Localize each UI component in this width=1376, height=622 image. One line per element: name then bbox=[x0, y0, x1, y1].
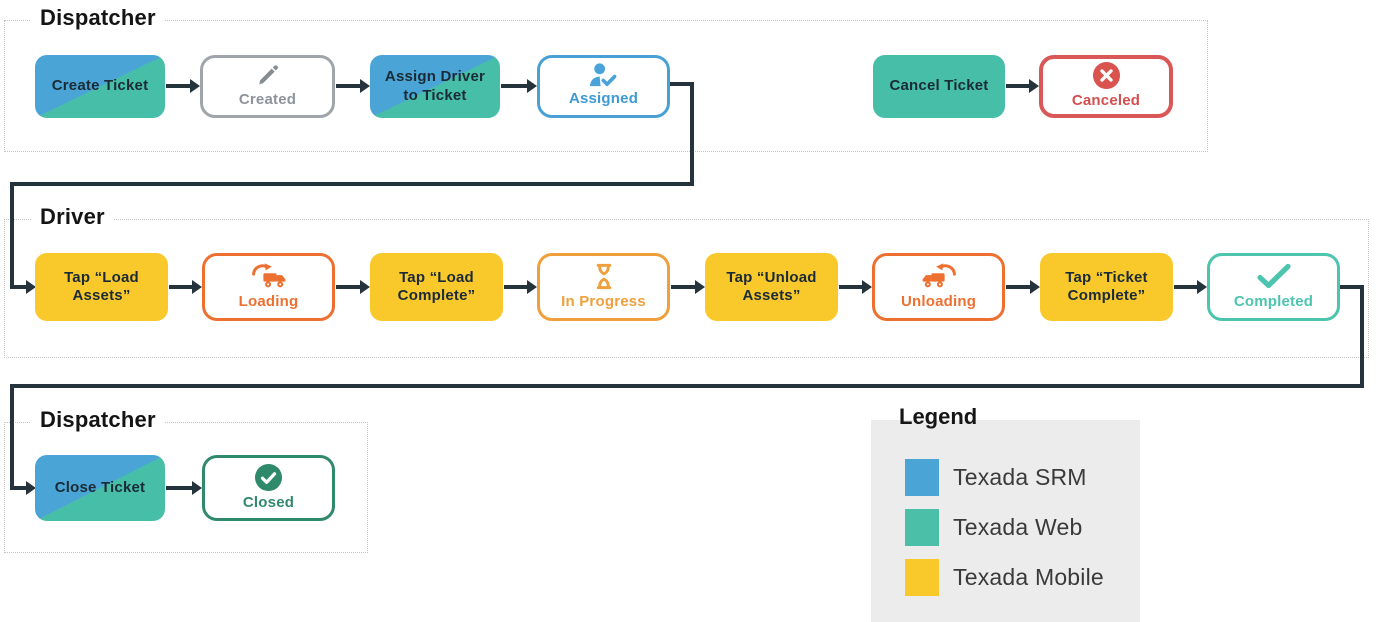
flow-arrow bbox=[336, 79, 370, 93]
node-label: Assigned bbox=[568, 90, 639, 108]
lane-dispatcher-top: Dispatcher bbox=[4, 5, 1208, 152]
node-label: Tap “Unload Assets” bbox=[726, 268, 817, 304]
flow-arrow bbox=[1006, 79, 1039, 93]
connector-assigned-to-driver bbox=[10, 182, 694, 186]
node-created: Created bbox=[200, 55, 335, 118]
connector-assigned-to-driver bbox=[670, 82, 694, 86]
connector-assigned-to-driver bbox=[10, 182, 14, 289]
node-label: Close Ticket bbox=[54, 478, 146, 496]
node-label: In Progress bbox=[561, 292, 646, 310]
mobile-color-swatch bbox=[905, 559, 939, 596]
connector-assigned-to-driver bbox=[690, 82, 694, 186]
node-label: Unloading bbox=[900, 292, 977, 310]
truck-cycle-icon bbox=[918, 262, 960, 291]
legend-label: Texada Mobile bbox=[953, 564, 1104, 590]
node-label: Tap “Load Assets” bbox=[64, 268, 139, 304]
node-create-ticket: Create Ticket bbox=[35, 55, 165, 118]
legend-label: Texada SRM bbox=[953, 464, 1087, 490]
flow-arrow bbox=[1006, 280, 1040, 294]
node-label: Create Ticket bbox=[51, 77, 149, 95]
lane-title: Driver bbox=[31, 204, 114, 230]
flow-arrow bbox=[504, 280, 537, 294]
node-label: Completed bbox=[1233, 292, 1314, 310]
node-tap-unload-assets: Tap “Unload Assets” bbox=[705, 253, 838, 321]
connector-completed-to-dispatcher bbox=[10, 384, 14, 490]
check-circle-icon bbox=[254, 463, 283, 492]
truck-cycle-icon bbox=[248, 262, 290, 291]
node-canceled: Canceled bbox=[1039, 55, 1173, 118]
node-closed: Closed bbox=[202, 455, 335, 521]
legend-item-mobile: Texada Mobile bbox=[905, 559, 1104, 596]
web-color-swatch bbox=[905, 509, 939, 546]
legend-label: Texada Web bbox=[953, 514, 1083, 540]
node-cancel-ticket: Cancel Ticket bbox=[873, 55, 1005, 118]
connector-completed-to-dispatcher bbox=[1340, 285, 1364, 289]
legend-item-srm: Texada SRM bbox=[905, 459, 1087, 496]
flow-arrow bbox=[166, 79, 200, 93]
flow-arrow bbox=[166, 481, 202, 495]
legend-item-web: Texada Web bbox=[905, 509, 1082, 546]
node-label: Assign Driver to Ticket bbox=[384, 68, 486, 104]
flow-arrow bbox=[839, 280, 872, 294]
flow-arrow bbox=[501, 79, 537, 93]
srm-color-swatch bbox=[905, 459, 939, 496]
x-circle-icon bbox=[1092, 61, 1121, 90]
node-label: Created bbox=[238, 91, 297, 109]
node-label: Cancel Ticket bbox=[889, 77, 989, 95]
pencil-icon bbox=[254, 62, 281, 89]
node-label: Canceled bbox=[1071, 92, 1141, 110]
flow-arrow bbox=[169, 280, 202, 294]
node-completed: Completed bbox=[1207, 253, 1340, 321]
node-assign-driver: Assign Driver to Ticket bbox=[370, 55, 500, 118]
flow-arrow bbox=[1174, 280, 1207, 294]
user-check-icon bbox=[587, 63, 620, 88]
arrow-into-close-ticket bbox=[10, 481, 36, 495]
node-tap-ticket-complete: Tap “Ticket Complete” bbox=[1040, 253, 1173, 321]
node-loading: Loading bbox=[202, 253, 335, 321]
node-label: Closed bbox=[242, 493, 295, 511]
node-assigned: Assigned bbox=[537, 55, 670, 118]
node-label: Tap “Load Complete” bbox=[397, 268, 476, 304]
node-tap-load-complete: Tap “Load Complete” bbox=[370, 253, 503, 321]
node-tap-load-assets: Tap “Load Assets” bbox=[35, 253, 168, 321]
lane-dispatcher-bottom: Dispatcher bbox=[4, 407, 368, 553]
legend-title: Legend bbox=[899, 404, 978, 429]
node-label: Tap “Ticket Complete” bbox=[1065, 268, 1148, 304]
connector-completed-to-dispatcher bbox=[10, 384, 1364, 388]
node-unloading: Unloading bbox=[872, 253, 1005, 321]
check-icon bbox=[1256, 262, 1292, 291]
lane-driver: Driver bbox=[4, 204, 1369, 358]
lane-title: Dispatcher bbox=[31, 5, 165, 31]
lane-title: Dispatcher bbox=[31, 407, 165, 433]
node-in-progress: In Progress bbox=[537, 253, 670, 321]
node-label: Loading bbox=[238, 292, 299, 310]
connector-completed-to-dispatcher bbox=[1360, 285, 1364, 388]
flow-arrow bbox=[671, 280, 705, 294]
hourglass-icon bbox=[594, 262, 614, 291]
node-close-ticket: Close Ticket bbox=[35, 455, 165, 521]
flow-arrow bbox=[336, 280, 370, 294]
arrow-into-tap-load-assets bbox=[10, 280, 36, 294]
